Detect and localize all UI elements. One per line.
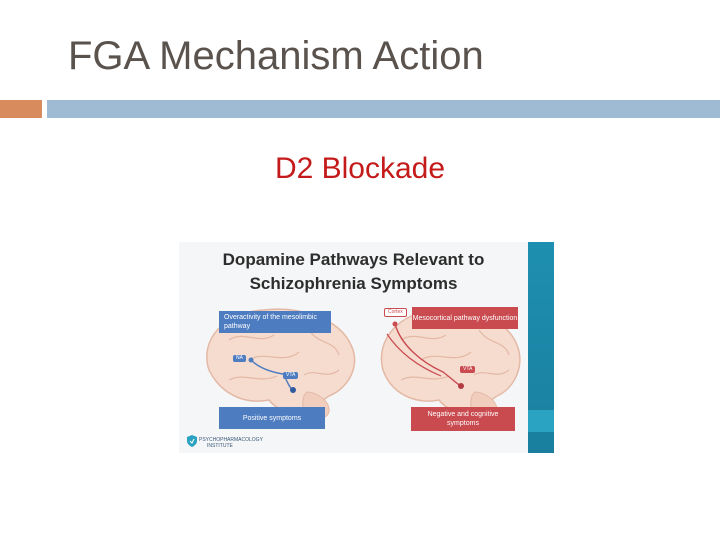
logo-line-2: INSTITUTE [207, 443, 233, 449]
figure-title: Dopamine Pathways Relevant to Schizophre… [179, 248, 528, 296]
left-bottom-box-label: Positive symptoms [242, 414, 302, 422]
figure-title-line-2: Schizophrenia Symptoms [249, 274, 458, 293]
vta-node-icon [290, 387, 296, 393]
slide-subtitle: D2 Blockade [274, 152, 446, 185]
right-vta-label: VTA [460, 366, 476, 373]
right-top-box-label: Mesocortical pathway dysfunction [412, 314, 518, 322]
left-top-box-label: Overactivity of the mesolimbic pathway [224, 314, 317, 330]
institute-logo-text: PSYCHOPHARMACOLOGY INSTITUTE [199, 437, 263, 449]
logo-line-1: PSYCHOPHARMACOLOGY [199, 437, 263, 443]
dopamine-pathways-figure: Dopamine Pathways Relevant to Schizophre… [179, 242, 554, 453]
institute-logo-icon [187, 435, 197, 447]
cortex-node-icon [392, 321, 398, 327]
right-brain-illustration [380, 308, 521, 422]
right-bottom-box: Negative and cognitive symptoms [411, 407, 515, 431]
title-accent-bar [0, 100, 42, 118]
na-node-icon [248, 357, 254, 363]
na-label: NA [233, 355, 246, 362]
left-brain-illustration [206, 308, 356, 422]
title-rule-bar [47, 100, 720, 118]
left-vta-label: VTA [283, 372, 299, 379]
cortex-label: Cortex [384, 308, 407, 317]
left-top-box: Overactivity of the mesolimbic pathway [219, 311, 331, 333]
right-top-box: Mesocortical pathway dysfunction [412, 307, 518, 329]
slide-title: FGA Mechanism Action [68, 34, 484, 78]
left-bottom-box: Positive symptoms [219, 407, 325, 429]
figure-title-line-1: Dopamine Pathways Relevant to [222, 250, 485, 269]
right-vta-node-icon [458, 383, 464, 389]
figure-sidebar-band [528, 410, 554, 432]
right-bottom-box-label: Negative and cognitive symptoms [427, 411, 499, 427]
